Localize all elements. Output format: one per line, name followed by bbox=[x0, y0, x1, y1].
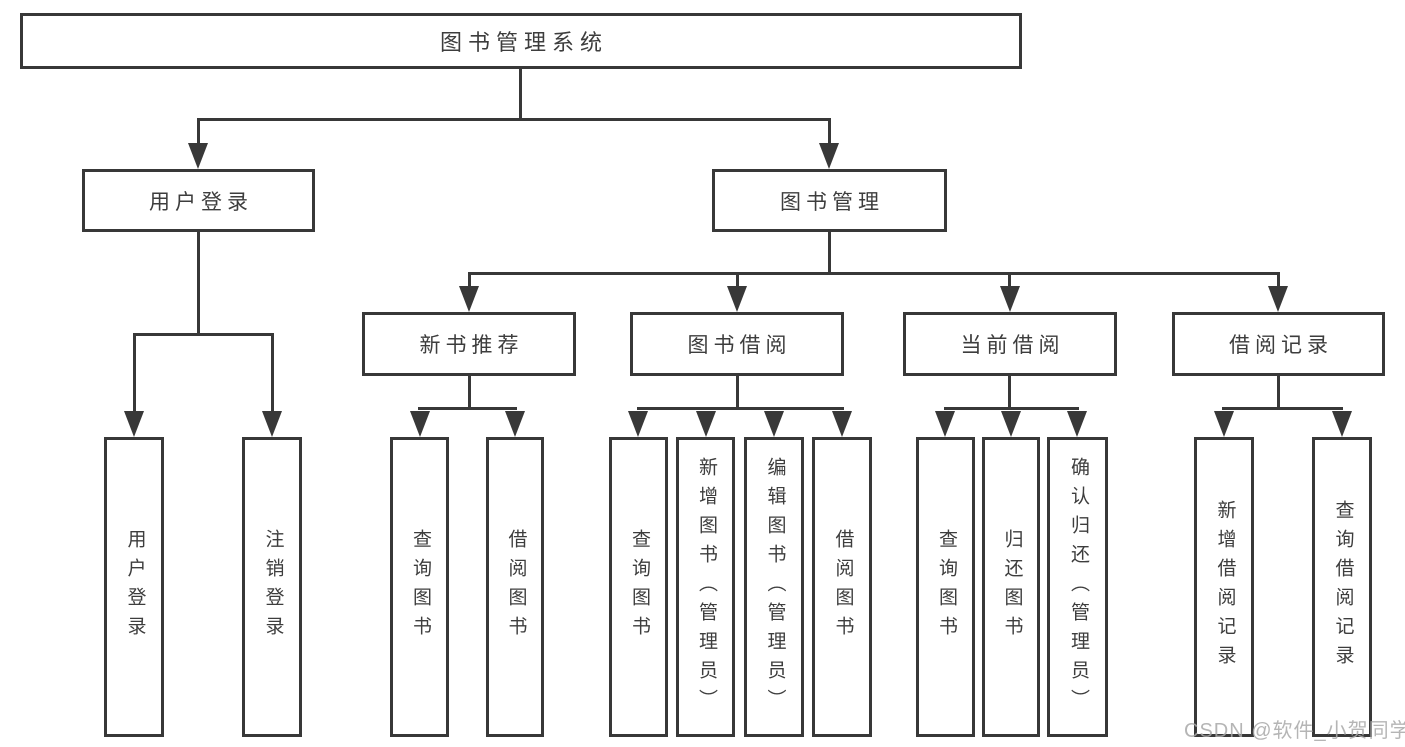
leaf-logout: 注销登录 bbox=[242, 437, 302, 737]
node-book-borrowing: 图书借阅 bbox=[630, 312, 844, 376]
node-library-system: 图书管理系统 bbox=[20, 13, 1022, 69]
arrowhead bbox=[819, 143, 839, 169]
connector-line bbox=[468, 272, 1280, 275]
connector-line bbox=[468, 272, 471, 288]
node-borrowing-records: 借阅记录 bbox=[1172, 312, 1385, 376]
arrowhead bbox=[262, 411, 282, 437]
leaf-query-books-current: 查询图书 bbox=[916, 437, 975, 737]
arrowhead bbox=[459, 286, 479, 312]
connector-line bbox=[197, 232, 200, 336]
leaf-borrow-books-recommend: 借阅图书 bbox=[486, 437, 544, 737]
arrowhead bbox=[1268, 286, 1288, 312]
connector-line bbox=[1008, 376, 1011, 410]
connector-line bbox=[1222, 407, 1343, 410]
connector-line bbox=[468, 376, 471, 410]
watermark: CSDN @软件_小贺同学 bbox=[1184, 720, 1405, 742]
leaf-query-borrow-record: 查询借阅记录 bbox=[1312, 437, 1372, 737]
connector-line bbox=[1008, 272, 1011, 288]
node-user-login: 用户登录 bbox=[82, 169, 315, 232]
connector-line bbox=[519, 69, 522, 120]
arrowhead bbox=[1067, 411, 1087, 437]
arrowhead bbox=[628, 411, 648, 437]
connector-line bbox=[637, 407, 844, 410]
connector-line bbox=[271, 333, 274, 413]
leaf-edit-books-admin: 编辑图书（管理员） bbox=[744, 437, 804, 737]
arrowhead bbox=[1214, 411, 1234, 437]
arrowhead bbox=[727, 286, 747, 312]
connector-line bbox=[133, 333, 274, 336]
connector-line bbox=[736, 272, 739, 288]
arrowhead bbox=[410, 411, 430, 437]
connector-line bbox=[197, 118, 831, 121]
leaf-add-borrow-record: 新增借阅记录 bbox=[1194, 437, 1254, 737]
arrowhead bbox=[832, 411, 852, 437]
connector-line bbox=[944, 407, 1079, 410]
leaf-query-books-borrowing: 查询图书 bbox=[609, 437, 668, 737]
node-new-book-recommendation: 新书推荐 bbox=[362, 312, 576, 376]
leaf-confirm-return-admin: 确认归还（管理员） bbox=[1047, 437, 1108, 737]
leaf-borrow-books-borrowing: 借阅图书 bbox=[812, 437, 872, 737]
arrowhead bbox=[1000, 286, 1020, 312]
arrowhead bbox=[505, 411, 525, 437]
node-current-borrowing: 当前借阅 bbox=[903, 312, 1117, 376]
connector-line bbox=[828, 118, 831, 145]
arrowhead bbox=[1332, 411, 1352, 437]
arrowhead bbox=[188, 143, 208, 169]
leaf-query-books-recommend: 查询图书 bbox=[390, 437, 449, 737]
connector-line bbox=[197, 118, 200, 145]
connector-line bbox=[736, 376, 739, 410]
connector-line bbox=[133, 333, 136, 413]
arrowhead bbox=[764, 411, 784, 437]
connector-line bbox=[418, 407, 517, 410]
leaf-add-books-admin: 新增图书（管理员） bbox=[676, 437, 735, 737]
arrowhead bbox=[696, 411, 716, 437]
connector-line bbox=[1277, 272, 1280, 288]
connector-line bbox=[828, 232, 831, 275]
node-book-management: 图书管理 bbox=[712, 169, 947, 232]
connector-line bbox=[1277, 376, 1280, 410]
arrowhead bbox=[1001, 411, 1021, 437]
arrowhead bbox=[124, 411, 144, 437]
arrowhead bbox=[935, 411, 955, 437]
leaf-user-login: 用户登录 bbox=[104, 437, 164, 737]
leaf-return-books: 归还图书 bbox=[982, 437, 1040, 737]
